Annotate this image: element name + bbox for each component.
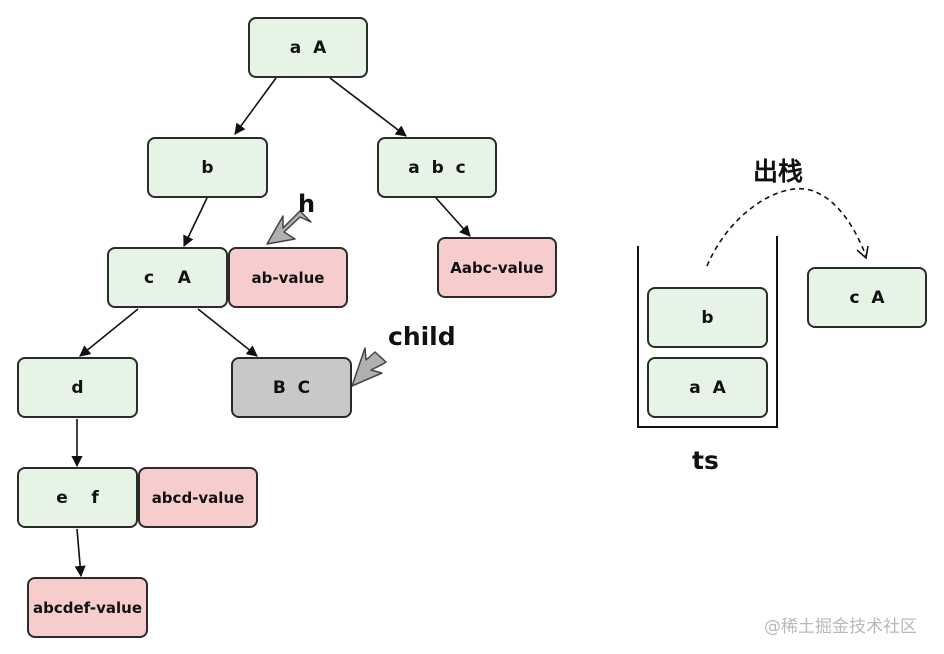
edge-ef-value bbox=[74, 528, 86, 578]
edge-root-b bbox=[234, 77, 277, 135]
stack-item-aA: a A bbox=[647, 357, 768, 418]
watermark: @稀土掘金技术社区 bbox=[764, 617, 917, 637]
pop-arrow bbox=[706, 188, 867, 267]
node-bc-removed: B C bbox=[231, 357, 352, 418]
node-root: a A bbox=[248, 17, 368, 78]
value-abc: Aabc-value bbox=[437, 237, 557, 298]
node-ef: e f bbox=[17, 467, 138, 528]
edge-root-abc bbox=[329, 77, 407, 137]
value-abcd: abcd-value bbox=[138, 467, 258, 528]
pop-label: 出栈 bbox=[753, 157, 804, 186]
child-pointer-arrow bbox=[351, 347, 387, 387]
value-abcdef: abcdef-value bbox=[27, 577, 148, 638]
node-b: b bbox=[147, 137, 268, 198]
pop-arrow-head bbox=[856, 245, 869, 260]
stack-name-label: ts bbox=[692, 446, 719, 475]
child-label: child bbox=[388, 322, 456, 351]
node-abc: a b c bbox=[377, 137, 497, 198]
h-pointer-arrow bbox=[266, 210, 312, 245]
h-label: h bbox=[298, 190, 316, 218]
stack-item-b: b bbox=[647, 287, 768, 348]
stack-container bbox=[637, 236, 778, 428]
edge-abc-value bbox=[435, 197, 471, 237]
edge-cA-d bbox=[79, 308, 139, 357]
node-d: d bbox=[17, 357, 138, 418]
edge-b-cA bbox=[183, 197, 208, 248]
node-cA: c A bbox=[107, 247, 228, 308]
popped-item-cA: c A bbox=[807, 267, 927, 328]
value-ab: ab-value bbox=[228, 247, 348, 308]
edge-cA-bc bbox=[197, 308, 258, 357]
